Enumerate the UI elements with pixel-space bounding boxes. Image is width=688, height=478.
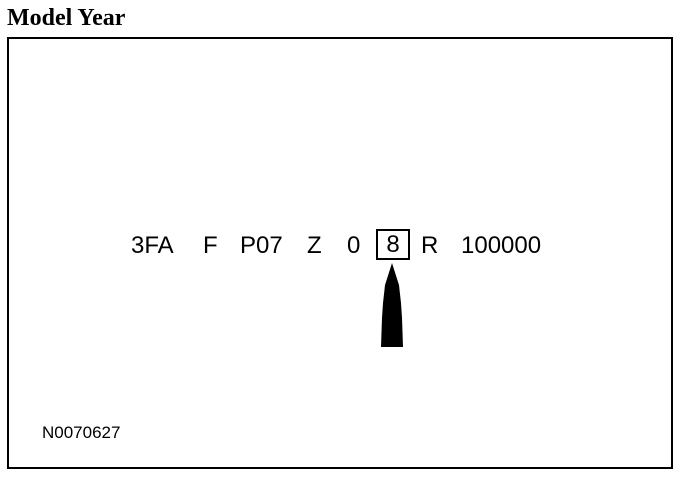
vin-segment-plant: R	[421, 232, 439, 259]
vin-segment-restraint: F	[203, 232, 218, 259]
vin-segment-serial: 100000	[461, 232, 542, 259]
vin-segment-model-year: 8	[376, 229, 410, 260]
up-arrow-icon	[381, 263, 403, 347]
diagram-title: Model Year	[7, 5, 126, 31]
diagram-frame	[7, 37, 673, 469]
figure-code: N0070627	[42, 423, 121, 442]
vin-sequence: 3FA F P07 Z 0 8 R 100000	[131, 229, 551, 262]
vin-segment-line-series-body: P07	[240, 232, 283, 259]
vin-segment-wmi: 3FA	[131, 232, 174, 259]
vin-segment-check-digit: 0	[347, 232, 361, 259]
vin-segment-engine: Z	[307, 232, 322, 259]
up-arrow-shape	[381, 263, 403, 347]
